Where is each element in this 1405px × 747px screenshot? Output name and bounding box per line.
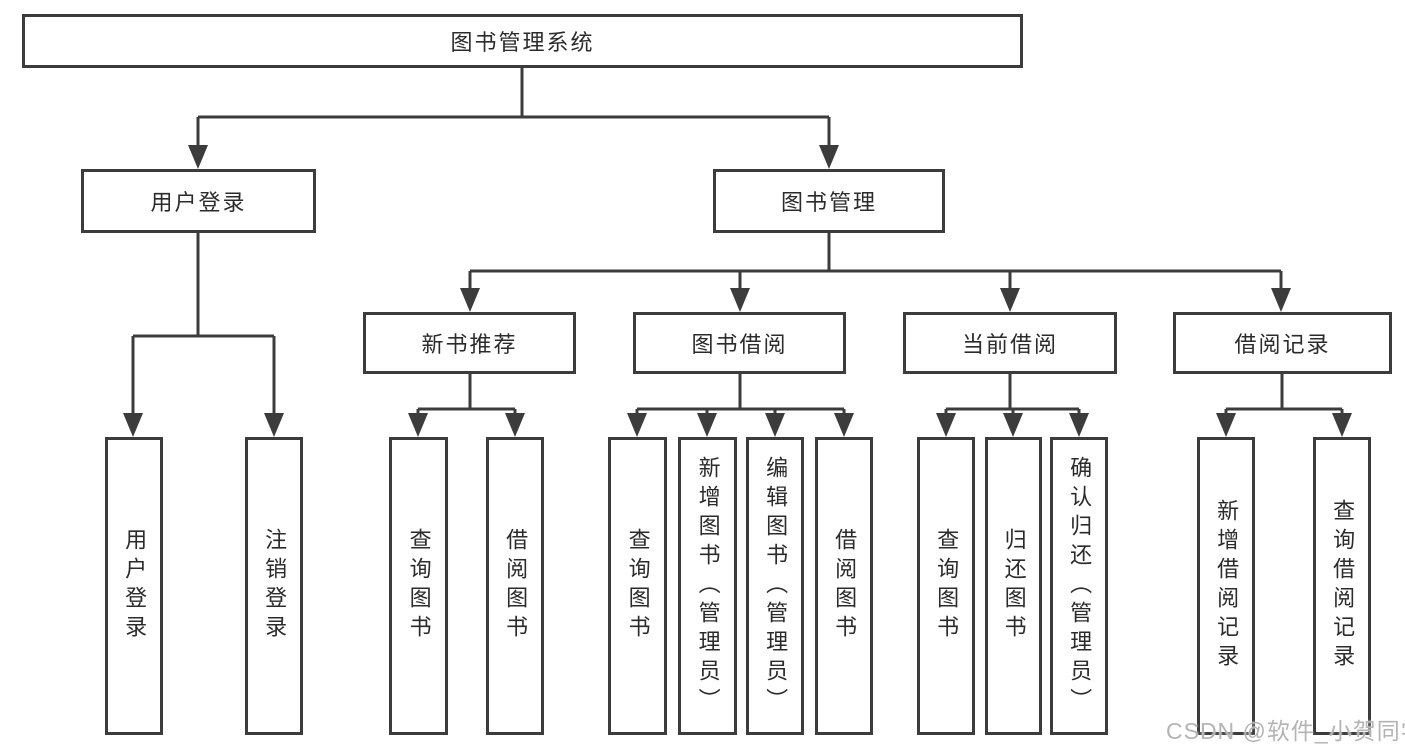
leaf-add-book-admin: 新增图书（管理员） — [678, 437, 737, 735]
node-new-book-recommend-label: 新书推荐 — [421, 332, 518, 357]
leaf-query-books-borrow: 查询图书 — [608, 437, 667, 735]
leaf-query-books-recommend: 查询图书 — [389, 437, 448, 735]
leaf-add-borrow-record-label: 新增借阅记录 — [1214, 499, 1240, 673]
node-user-login-label: 用户登录 — [150, 190, 247, 215]
leaf-query-books-current-label: 查询图书 — [934, 528, 960, 644]
leaf-logout: 注销登录 — [245, 437, 303, 735]
leaf-confirm-return-admin: 确认归还（管理员） — [1050, 437, 1108, 735]
leaf-return-book-label: 归还图书 — [1001, 528, 1027, 644]
node-library-system: 图书管理系统 — [22, 14, 1023, 68]
leaf-confirm-return-admin-label: 确认归还（管理员） — [1067, 455, 1093, 717]
node-book-borrow: 图书借阅 — [633, 312, 846, 374]
connector-book-borrow-to-leaves — [635, 374, 846, 415]
arrowheads — [123, 145, 1352, 437]
connector-book-management-to-level3 — [468, 233, 1283, 290]
leaf-borrow-books: 借阅图书 — [815, 437, 873, 735]
csdn-watermark: CSDN @软件_小贺同学 — [1166, 718, 1405, 744]
leaf-edit-book-admin: 编辑图书（管理员） — [746, 437, 804, 735]
node-new-book-recommend: 新书推荐 — [363, 312, 576, 374]
node-borrow-records-label: 借阅记录 — [1234, 332, 1331, 357]
node-book-management-label: 图书管理 — [780, 190, 877, 215]
leaf-user-login-label: 用户登录 — [122, 528, 148, 644]
connector-current-borrow-to-leaves — [944, 374, 1081, 415]
leaf-query-books-recommend-label: 查询图书 — [406, 528, 432, 644]
connector-new-book-to-leaves — [416, 374, 517, 415]
leaf-return-book: 归还图书 — [985, 437, 1042, 735]
leaf-query-borrow-record-label: 查询借阅记录 — [1330, 499, 1356, 673]
leaf-query-books-current: 查询图书 — [917, 437, 975, 735]
leaf-logout-label: 注销登录 — [262, 528, 288, 644]
leaf-add-book-admin-label: 新增图书（管理员） — [695, 455, 721, 717]
leaf-user-login: 用户登录 — [105, 437, 163, 735]
node-borrow-records: 借阅记录 — [1173, 312, 1392, 374]
node-library-system-label: 图书管理系统 — [450, 30, 595, 55]
connector-user-login-to-leaves — [131, 233, 276, 415]
leaf-borrow-books-recommend-label: 借阅图书 — [503, 528, 529, 644]
leaf-add-borrow-record: 新增借阅记录 — [1197, 437, 1255, 735]
leaf-edit-book-admin-label: 编辑图书（管理员） — [763, 455, 789, 717]
node-user-login: 用户登录 — [81, 169, 316, 233]
leaf-query-books-borrow-label: 查询图书 — [625, 528, 651, 644]
leaf-borrow-books-label: 借阅图书 — [832, 528, 858, 644]
connector-borrow-records-to-leaves — [1224, 374, 1344, 415]
node-current-borrow: 当前借阅 — [903, 312, 1117, 374]
leaf-borrow-books-recommend: 借阅图书 — [486, 437, 544, 735]
leaf-query-borrow-record: 查询借阅记录 — [1313, 437, 1371, 735]
node-book-borrow-label: 图书借阅 — [691, 332, 788, 357]
connector-root-to-level2 — [196, 68, 831, 147]
node-current-borrow-label: 当前借阅 — [961, 332, 1058, 357]
node-book-management: 图书管理 — [713, 169, 945, 233]
